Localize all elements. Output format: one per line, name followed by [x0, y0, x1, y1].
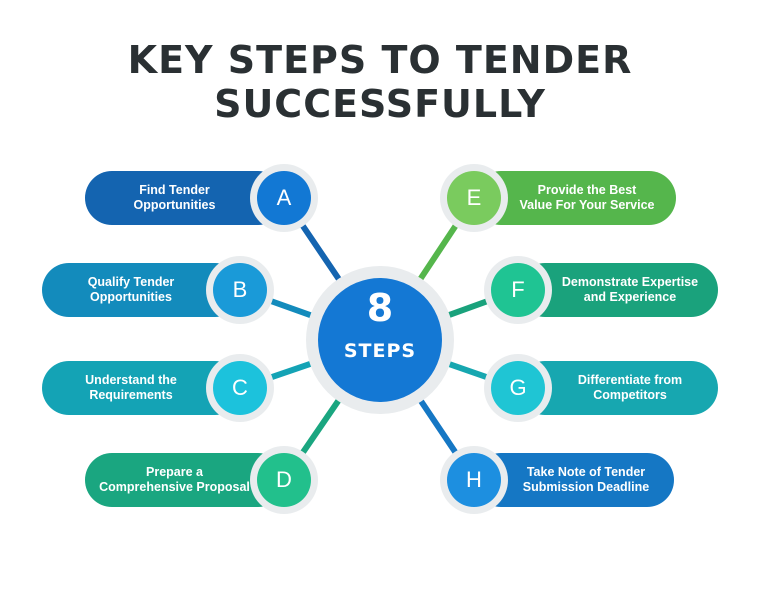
step-text-line2: Requirements: [89, 388, 173, 402]
step-text-line2: and Experience: [583, 290, 677, 304]
step-text-line2: Value For Your Service: [519, 198, 655, 212]
step-circle-e: [447, 171, 501, 225]
step-text-line2: Competitors: [593, 388, 667, 402]
step-text-line1: Find Tender: [139, 183, 210, 197]
step-pill-c: [42, 361, 242, 415]
step-letter-a: A: [276, 185, 292, 210]
step-letter-h: H: [466, 467, 482, 492]
step-pill-e: [474, 171, 676, 225]
step-text-line1: Demonstrate Expertise: [561, 275, 699, 289]
page-title: KEY STEPS TO TENDER SUCCESSFULLY: [0, 38, 760, 126]
step-letter-g: G: [509, 375, 527, 400]
step-pill-b: [42, 263, 242, 317]
step-circle-d: [257, 453, 311, 507]
step-text-line1: Qualify Tender: [87, 275, 175, 289]
step-pill-a: [85, 171, 285, 225]
step-pill-h: [474, 453, 674, 507]
step-text-line1: Provide the Best: [537, 183, 637, 197]
title-line-2: SUCCESSFULLY: [214, 82, 546, 126]
step-text-line1: Understand the: [85, 373, 177, 387]
step-circle-f: [491, 263, 545, 317]
hub-number: 8: [366, 286, 394, 330]
title-line-1: KEY STEPS TO TENDER: [127, 38, 633, 82]
step-pill-f: [518, 263, 718, 317]
hub-label: STEPS: [343, 340, 417, 362]
step-text-line2: Opportunities: [133, 198, 216, 212]
step-pill-d: [85, 453, 285, 507]
step-letter-f: F: [511, 277, 525, 302]
step-letter-b: B: [232, 277, 248, 302]
step-circle-h: [447, 453, 501, 507]
step-text-line1: Differentiate from: [577, 373, 683, 387]
step-circle-a: [257, 171, 311, 225]
step-text-line2: Opportunities: [90, 290, 172, 304]
step-letter-e: E: [466, 185, 482, 210]
hub-circle: [318, 278, 442, 402]
step-circle-g: [491, 361, 545, 415]
step-text-line1: Prepare a: [146, 465, 203, 479]
step-letter-c: C: [232, 375, 248, 400]
step-text-line2: Submission Deadline: [522, 480, 650, 494]
step-text-line1: Take Note of Tender: [526, 465, 646, 479]
step-letter-d: D: [276, 467, 292, 492]
step-pill-g: [518, 361, 718, 415]
step-circle-b: [213, 263, 267, 317]
step-circle-c: [213, 361, 267, 415]
step-text-line2: Comprehensive Proposal: [99, 480, 250, 494]
